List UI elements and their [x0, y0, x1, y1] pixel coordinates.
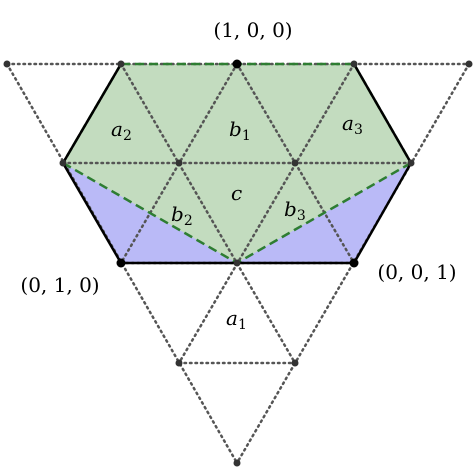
- label-vertex-top: (1, 0, 0): [213, 18, 292, 42]
- vertex-dot: [291, 159, 299, 167]
- label-a1-base: a: [226, 306, 238, 330]
- label-a3-sub: 3: [354, 122, 363, 138]
- vertex-dot: [59, 159, 67, 167]
- hex-edge-left-upper: [61, 63, 123, 164]
- label-b3-base: b: [284, 197, 297, 221]
- hex-edge-right-lower: [352, 162, 413, 264]
- vertex-dot-left-marked: [116, 258, 126, 268]
- label-a1-sub: 1: [238, 317, 247, 333]
- vertex-dot: [350, 60, 358, 68]
- hex-edge-left-lower: [61, 162, 123, 264]
- vertices: [3, 60, 473, 467]
- label-b3: b3: [284, 197, 306, 224]
- vertex-dot-top-marked: [232, 59, 242, 69]
- vertex-dot: [175, 359, 183, 367]
- vertex-dot: [233, 459, 241, 467]
- label-a2-sub: 2: [123, 128, 132, 144]
- label-a2-base: a: [111, 117, 123, 141]
- label-vertex-right: (0, 0, 1): [377, 260, 456, 284]
- label-b1: b1: [229, 117, 251, 144]
- label-b2-sub: 2: [184, 213, 193, 229]
- label-c: c: [231, 181, 242, 205]
- vertex-dot: [175, 159, 183, 167]
- label-b1-sub: 1: [242, 128, 251, 144]
- vertex-dot: [3, 60, 11, 68]
- label-b2: b2: [171, 202, 193, 229]
- label-b3-sub: 3: [297, 208, 306, 224]
- vertex-dot: [291, 359, 299, 367]
- grid-line: [177, 62, 356, 365]
- label-b2-base: b: [171, 202, 184, 226]
- vertex-dot: [117, 60, 125, 68]
- vertex-dot: [233, 259, 241, 267]
- dashed-v-right: [236, 161, 412, 265]
- grid-line: [119, 62, 297, 365]
- vertex-dot: [407, 159, 415, 167]
- label-a2: a2: [111, 117, 132, 144]
- marked-vertices: [116, 59, 359, 268]
- vertex-dot-right-marked: [349, 258, 359, 268]
- label-vertex-left: (0, 1, 0): [20, 273, 99, 297]
- vertex-dot: [465, 60, 473, 68]
- label-a3-base: a: [342, 111, 354, 135]
- dashed-v-left: [62, 161, 238, 265]
- label-a3: a3: [342, 111, 363, 138]
- label-a1: a1: [226, 306, 247, 333]
- hex-edge-right-upper: [352, 63, 413, 164]
- label-b1-base: b: [229, 117, 242, 141]
